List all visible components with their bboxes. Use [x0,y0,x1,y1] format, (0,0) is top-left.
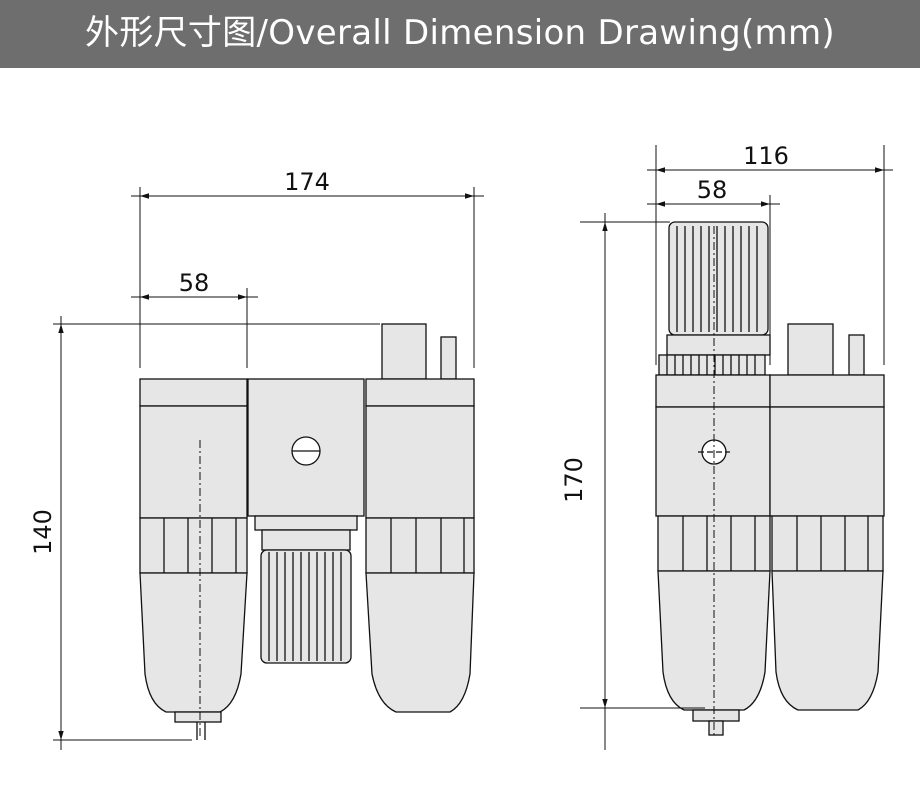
header-bar: 外形尺寸图/Overall Dimension Drawing(mm) [0,0,920,68]
front-height-label: 140 [29,509,57,555]
front-dimensions [53,187,484,750]
side-right-unit [769,323,885,711]
page-title: 外形尺寸图/Overall Dimension Drawing(mm) [85,13,835,53]
front-left-filter [139,378,248,740]
side-dimensions [580,145,893,750]
front-regulator [247,378,365,664]
side-width-unit-label: 58 [697,176,728,204]
front-width-total-label: 174 [284,168,330,196]
side-height-label: 170 [560,457,588,503]
front-right-lubricator [365,323,475,713]
front-width-unit-label: 58 [179,269,210,297]
side-view [655,221,885,736]
front-view [139,323,475,740]
side-width-total-label: 116 [743,142,789,170]
side-left-unit [655,221,771,736]
